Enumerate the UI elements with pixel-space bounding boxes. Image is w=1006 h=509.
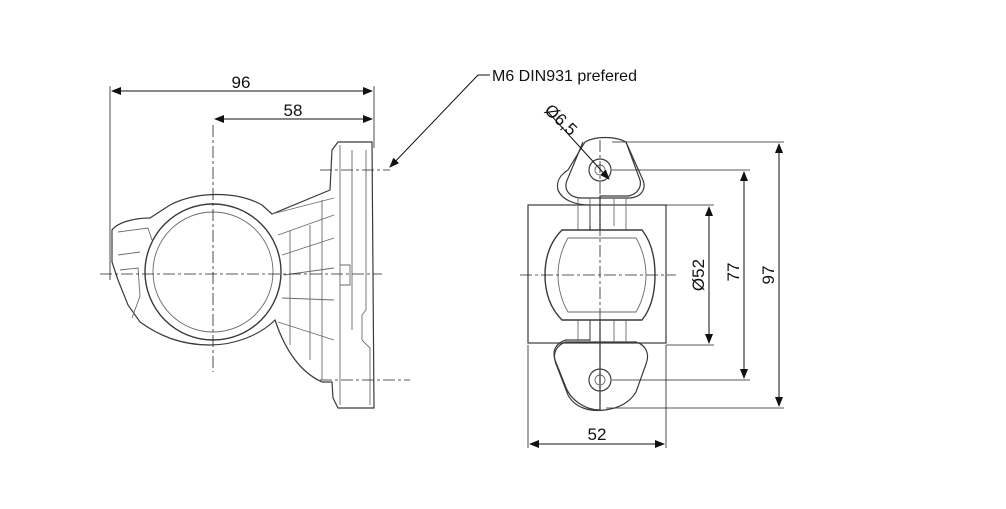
front-view: Ø6,5 Ø52 77 97 52 bbox=[520, 100, 784, 448]
side-housing bbox=[111, 141, 375, 409]
side-view: 96 58 M6 DIN931 prefered bbox=[100, 68, 637, 409]
screw-note: M6 DIN931 prefered bbox=[492, 68, 637, 85]
dim-label-58: 58 bbox=[284, 101, 303, 120]
dim-label-77: 77 bbox=[724, 263, 743, 282]
dim-label-lens: Ø52 bbox=[689, 259, 708, 291]
screw-leader bbox=[389, 74, 490, 168]
dim-label-96: 96 bbox=[232, 73, 251, 92]
dim-label-hole: Ø6,5 bbox=[541, 100, 581, 139]
dim-label-52: 52 bbox=[588, 425, 607, 444]
dim-label-97: 97 bbox=[759, 266, 778, 285]
front-housing bbox=[527, 136, 667, 412]
top-hole bbox=[588, 158, 612, 182]
bottom-hole bbox=[588, 368, 612, 392]
dim-line-hole bbox=[547, 111, 610, 180]
